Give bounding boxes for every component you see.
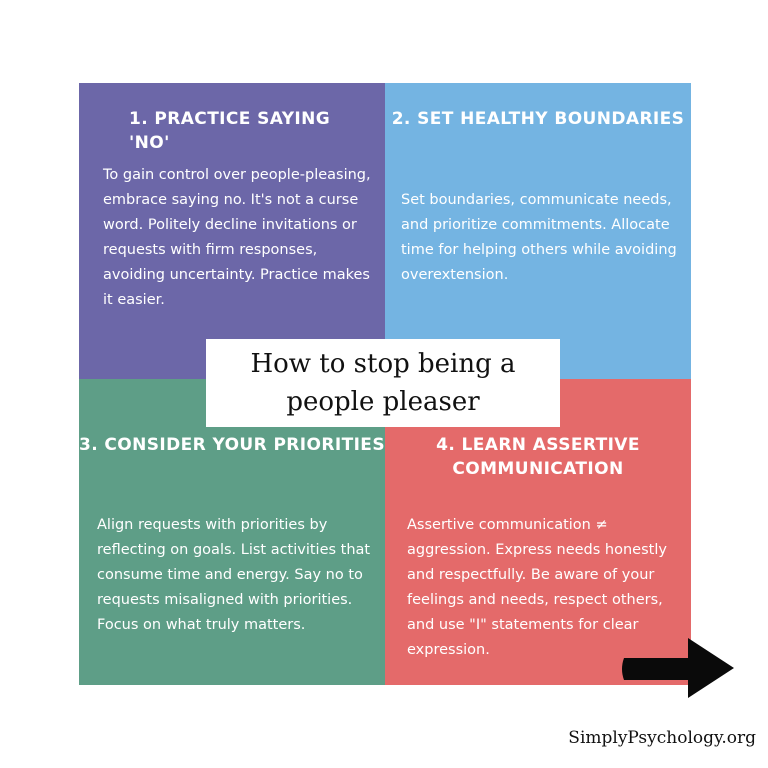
quadrant-body: Set boundaries, communicate needs, and p… (401, 192, 677, 283)
right-arrow-icon (622, 638, 734, 698)
quadrant-body: To gain control over people-pleasing, em… (103, 167, 371, 308)
quadrant-heading: 2. SET HEALTHY BOUNDARIES (391, 109, 685, 129)
brand-watermark: SimplyPsychology.org (568, 728, 756, 748)
quadrant-assertive-communication: 4. LEARN ASSERTIVE COMMUNICATION Asserti… (385, 379, 691, 685)
quadrant-consider-priorities: 3. CONSIDER YOUR PRIORITIES Align reques… (79, 379, 385, 685)
quadrant-set-healthy-boundaries: 2. SET HEALTHY BOUNDARIES Set boundaries… (385, 83, 691, 379)
title-box: How to stop being a people pleaser (206, 339, 560, 427)
quadrant-body: Align requests with priorities by reflec… (97, 517, 371, 633)
page-title: How to stop being a people pleaser (250, 349, 516, 417)
quadrant-heading: 3. CONSIDER YOUR PRIORITIES (79, 435, 385, 455)
quadrant-practice-saying-no: 1. PRACTICE SAYING 'NO' To gain control … (79, 83, 385, 379)
quadrant-body: Assertive communication ≠ aggression. Ex… (407, 517, 667, 658)
quadrant-heading: 1. PRACTICE SAYING 'NO' (129, 109, 331, 153)
quadrant-heading: 4. LEARN ASSERTIVE COMMUNICATION (436, 435, 640, 479)
